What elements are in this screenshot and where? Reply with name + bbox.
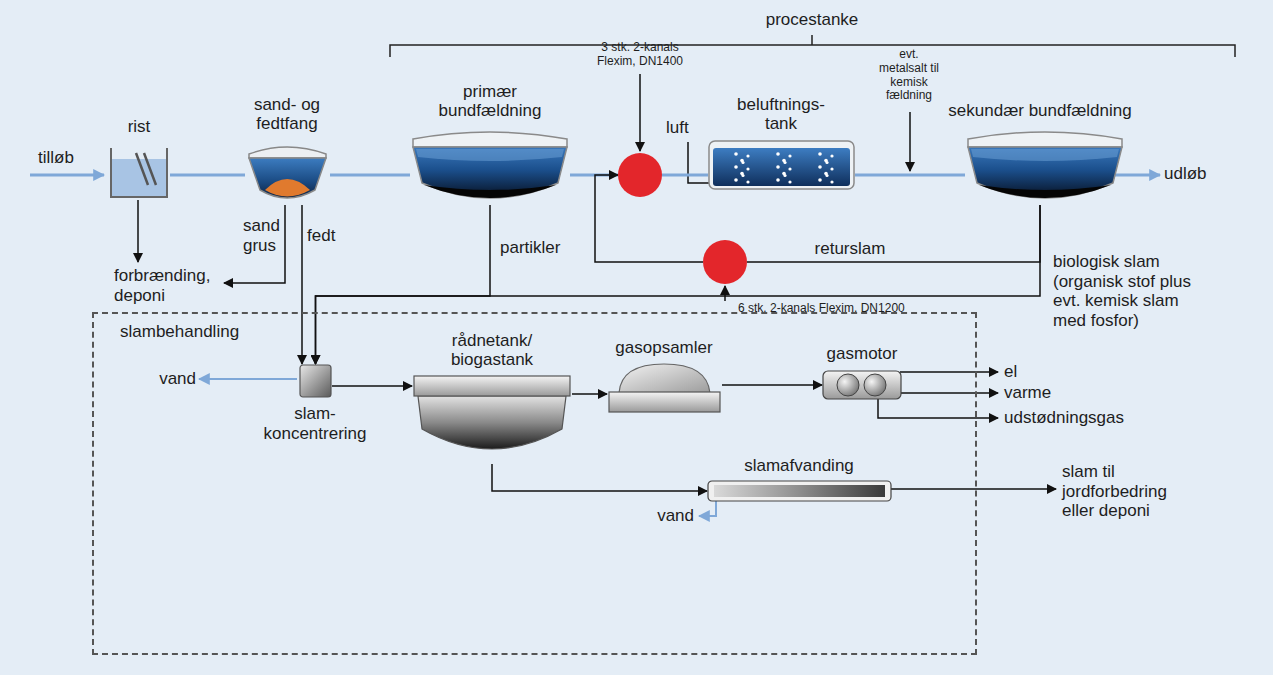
settling-tank: sekundær bundfældning (965, 125, 1115, 205)
sludge-line (492, 464, 707, 491)
unit-label: slam- koncentrering (255, 404, 375, 443)
pipe-line (170, 174, 245, 177)
settling-tank-shape (410, 125, 570, 205)
unit-label: beluftnings- tank (724, 95, 839, 134)
flowmeter-marker-shape (618, 153, 662, 197)
flow-label: udløb (1164, 164, 1234, 184)
sludge-line (316, 205, 1041, 364)
unit-label: gasmotor (812, 344, 912, 364)
inflow-arrow (30, 174, 104, 177)
outflow-arrow (1115, 174, 1160, 177)
stream-label: partikler (500, 238, 590, 258)
water-arrow (699, 500, 716, 516)
sand-arrow (224, 205, 285, 283)
screen-unit-shape (108, 145, 170, 200)
dewatering-unit: slamafvanding (707, 480, 892, 502)
stream-label: biologisk slam (organisk stof plus evt. … (1053, 252, 1203, 330)
flowmeter-marker: 3 stk. 2-kanals Flexim, DN1400 (618, 153, 662, 197)
pipe-line (855, 174, 965, 177)
label-patch: returslam (812, 239, 889, 258)
screenings-arrow (137, 200, 139, 262)
heat-arrow (900, 392, 998, 394)
flowmeter-marker: 6 stk. 2-kanals Flexim, DN1200 (703, 240, 747, 284)
digester: rådnetank/ biogastank (412, 374, 572, 464)
output-label: slam til jordforbedring eller deponi (1062, 462, 1190, 521)
input-label: evt. metalsalt til kemisk fældning (874, 48, 944, 103)
unit-label: gasopsamler (599, 338, 729, 358)
unit-label: slamafvanding (714, 456, 884, 476)
gas-engine: gasmotor (822, 370, 902, 400)
screen-unit: rist (108, 145, 170, 200)
unit-label: 3 stk. 2-kanals Flexim, DN1400 (596, 41, 684, 69)
output-label: udstødningsgas (1004, 408, 1144, 428)
flow-label: tilløb (38, 148, 108, 168)
section-label: procestanke (732, 10, 892, 30)
aeration-tank: beluftnings- tank (708, 140, 855, 190)
unit-label: sekundær bundfældning (925, 101, 1155, 121)
unit-label: slambehandling (120, 322, 320, 342)
unit-label: rådnetank/ biogastank (437, 331, 547, 370)
unit-label: sand- og fedtfang (245, 95, 329, 134)
pipe-line (330, 174, 410, 177)
unit-label: primær bundfældning (425, 82, 555, 121)
power-arrow (900, 371, 998, 373)
callout-arrow (724, 286, 726, 301)
unit-label: rist (99, 117, 179, 137)
bracket (390, 35, 1235, 57)
digester-shape (412, 374, 572, 464)
gas-engine-shape (822, 370, 902, 400)
output-label: sand grus (243, 216, 283, 255)
sludge-line (722, 384, 822, 386)
output-label: forbrænding, deponi (114, 266, 226, 305)
output-label: varme (1004, 383, 1084, 403)
edge-label: returslam (800, 239, 900, 259)
thickener-shape (299, 364, 332, 398)
dewatering-unit-shape (707, 480, 892, 502)
gas-holder: gasopsamler (607, 362, 722, 414)
aeration-tank-shape (708, 140, 855, 190)
pipe-line (662, 174, 708, 177)
sludge-section: slambehandling slam- koncentrering rådneta… (92, 312, 977, 655)
grit-trap: sand- og fedtfang (245, 140, 330, 205)
output-label: fedt (307, 226, 347, 246)
exhaust-arrow (878, 398, 998, 418)
output-label: vand (644, 506, 694, 526)
flowmeter-marker-shape (703, 240, 747, 284)
sludge-line (572, 393, 607, 395)
gas-holder-shape (607, 362, 722, 414)
output-label: el (1004, 362, 1064, 382)
sludge-line (301, 205, 303, 364)
settling-tank-shape (965, 125, 1115, 205)
sludge-line (332, 385, 412, 387)
callout-arrow (639, 74, 641, 151)
water-arrow (199, 378, 297, 380)
sludge-out-arrow (890, 488, 1056, 490)
grit-trap-shape (245, 140, 330, 205)
thickener: slam- koncentrering (299, 364, 332, 398)
air-line (688, 142, 710, 183)
chemical-arrow (909, 112, 911, 171)
input-label: luft (666, 118, 706, 138)
sludge-line (747, 205, 1040, 262)
settling-tank: primær bundfældning (410, 125, 570, 205)
output-label: vand (146, 369, 196, 389)
